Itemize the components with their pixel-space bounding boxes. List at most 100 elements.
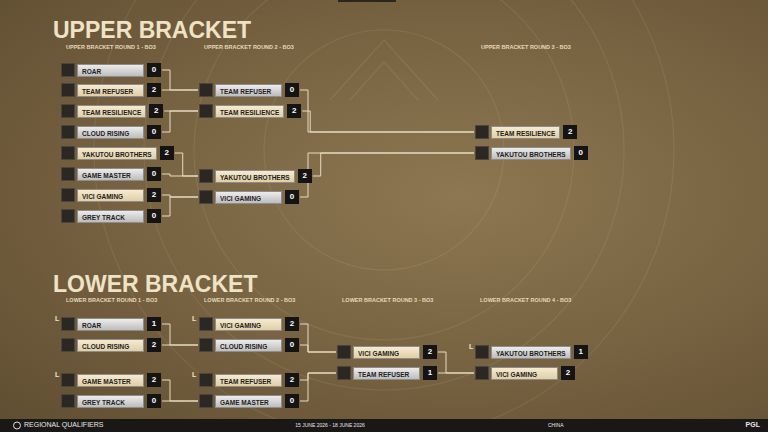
team-row: CLOUD RISING0: [61, 125, 161, 140]
round-header: UPPER BRACKET ROUND 3 - BO3: [481, 44, 571, 50]
loser-marker: L: [55, 315, 59, 322]
team-logo: [61, 338, 75, 352]
team-logo: [199, 169, 213, 183]
footer-country: CHINA: [548, 422, 564, 428]
team-name: CLOUD RISING: [215, 339, 282, 352]
team-row: ROAR0: [61, 63, 161, 78]
team-logo: [337, 366, 351, 380]
bracket-connector: [438, 352, 474, 373]
team-logo: [61, 167, 75, 181]
bracket-connector: [162, 401, 198, 402]
loser-marker: L: [192, 315, 196, 322]
team-logo: [475, 146, 489, 160]
team-row: GREY TRACK0: [61, 209, 161, 224]
team-logo: [61, 209, 75, 223]
team-name: GAME MASTER: [77, 374, 144, 387]
bracket-connector: [162, 111, 198, 132]
round-header: UPPER BRACKET ROUND 2 - BO3: [204, 44, 294, 50]
match-score: 0: [574, 146, 588, 160]
bracket-connector: [162, 380, 198, 401]
team-row: TEAM RESILIENCE2: [199, 104, 301, 119]
team-row: CLOUD RISING2: [61, 338, 161, 353]
team-logo: [199, 338, 213, 352]
bracket-connector: [162, 345, 198, 346]
team-name: VICI GAMING: [215, 191, 282, 204]
team-name: VICI GAMING: [491, 367, 558, 380]
match-score: 0: [285, 190, 299, 204]
team-name: GREY TRACK: [77, 210, 144, 223]
team-name: YAKUTOU BROTHERS: [215, 170, 295, 183]
match-score: 1: [574, 345, 588, 359]
team-name: TEAM REFUSER: [215, 374, 282, 387]
team-row: TEAM REFUSER0: [199, 83, 299, 98]
team-name: TEAM REFUSER: [215, 84, 282, 97]
team-row: YAKUTOU BROTHERS2: [199, 169, 312, 184]
team-name: GAME MASTER: [215, 395, 282, 408]
bracket-connector: [300, 373, 336, 401]
team-name: VICI GAMING: [215, 318, 282, 331]
team-row: YAKUTOU BROTHERS2: [61, 146, 174, 161]
team-name: ROAR: [77, 318, 144, 331]
team-name: TEAM REFUSER: [77, 84, 144, 97]
match-score: 0: [147, 394, 161, 408]
footer-text: REGIONAL QUALIFIERS: [24, 421, 103, 428]
team-logo: [475, 345, 489, 359]
match-score: 0: [285, 394, 299, 408]
team-name: TEAM RESILIENCE: [215, 105, 284, 118]
team-logo: [199, 317, 213, 331]
team-row: VICI GAMING2: [61, 188, 161, 203]
match-score: 2: [285, 317, 299, 331]
team-logo: [61, 188, 75, 202]
team-row: TEAM REFUSER2: [61, 83, 161, 98]
match-score: 2: [149, 104, 163, 118]
match-score: 2: [147, 373, 161, 387]
match-score: 0: [147, 167, 161, 181]
team-logo: [199, 394, 213, 408]
team-name: TEAM REFUSER: [353, 367, 420, 380]
match-score: 0: [285, 83, 299, 97]
team-name: TEAM RESILIENCE: [77, 105, 146, 118]
match-score: 2: [423, 345, 437, 359]
bracket-connector: [313, 153, 474, 176]
bracket-connector: [300, 90, 474, 132]
team-row: ROAR1: [61, 317, 161, 332]
match-score: 0: [285, 338, 299, 352]
team-row: TEAM RESILIENCE2: [475, 125, 577, 140]
watermark: [94, 0, 674, 432]
loser-marker: L: [469, 343, 473, 350]
match-score: 0: [147, 209, 161, 223]
team-row: VICI GAMING2: [337, 345, 437, 360]
bracket-connector: [438, 373, 474, 374]
top-tab: [338, 0, 396, 2]
team-name: YAKUTOU BROTHERS: [491, 147, 571, 160]
match-score: 2: [147, 83, 161, 97]
team-row: VICI GAMING0: [199, 190, 299, 205]
team-name: YAKUTOU BROTHERS: [77, 147, 157, 160]
team-row: TEAM REFUSER2: [199, 373, 299, 388]
bracket-connector: [162, 70, 198, 90]
bracket-connector: [300, 324, 336, 352]
bracket-connector: [162, 197, 198, 216]
section-title: UPPER BRACKET: [53, 17, 251, 44]
bracket-connector: [162, 324, 198, 345]
footer-icon: [14, 422, 21, 429]
bracket-connector: [175, 153, 198, 176]
round-header: LOWER BRACKET ROUND 3 - BO3: [342, 297, 433, 303]
team-logo: [61, 104, 75, 118]
team-logo: [199, 190, 213, 204]
section-title: LOWER BRACKET: [53, 271, 257, 298]
match-score: 2: [298, 169, 312, 183]
round-header: UPPER BRACKET ROUND 1 - BO3: [66, 44, 156, 50]
team-row: TEAM RESILIENCE2: [61, 104, 163, 119]
team-logo: [61, 317, 75, 331]
team-logo: [61, 373, 75, 387]
round-header: LOWER BRACKET ROUND 2 - BO3: [204, 297, 295, 303]
team-name: CLOUD RISING: [77, 339, 144, 352]
match-score: 2: [160, 146, 174, 160]
team-logo: [61, 394, 75, 408]
footer-date: 15 JUNE 2026 - 18 JUNE 2026: [295, 422, 364, 428]
team-logo: [61, 146, 75, 160]
loser-marker: L: [192, 371, 196, 378]
match-score: 2: [285, 373, 299, 387]
match-score: 1: [147, 317, 161, 331]
